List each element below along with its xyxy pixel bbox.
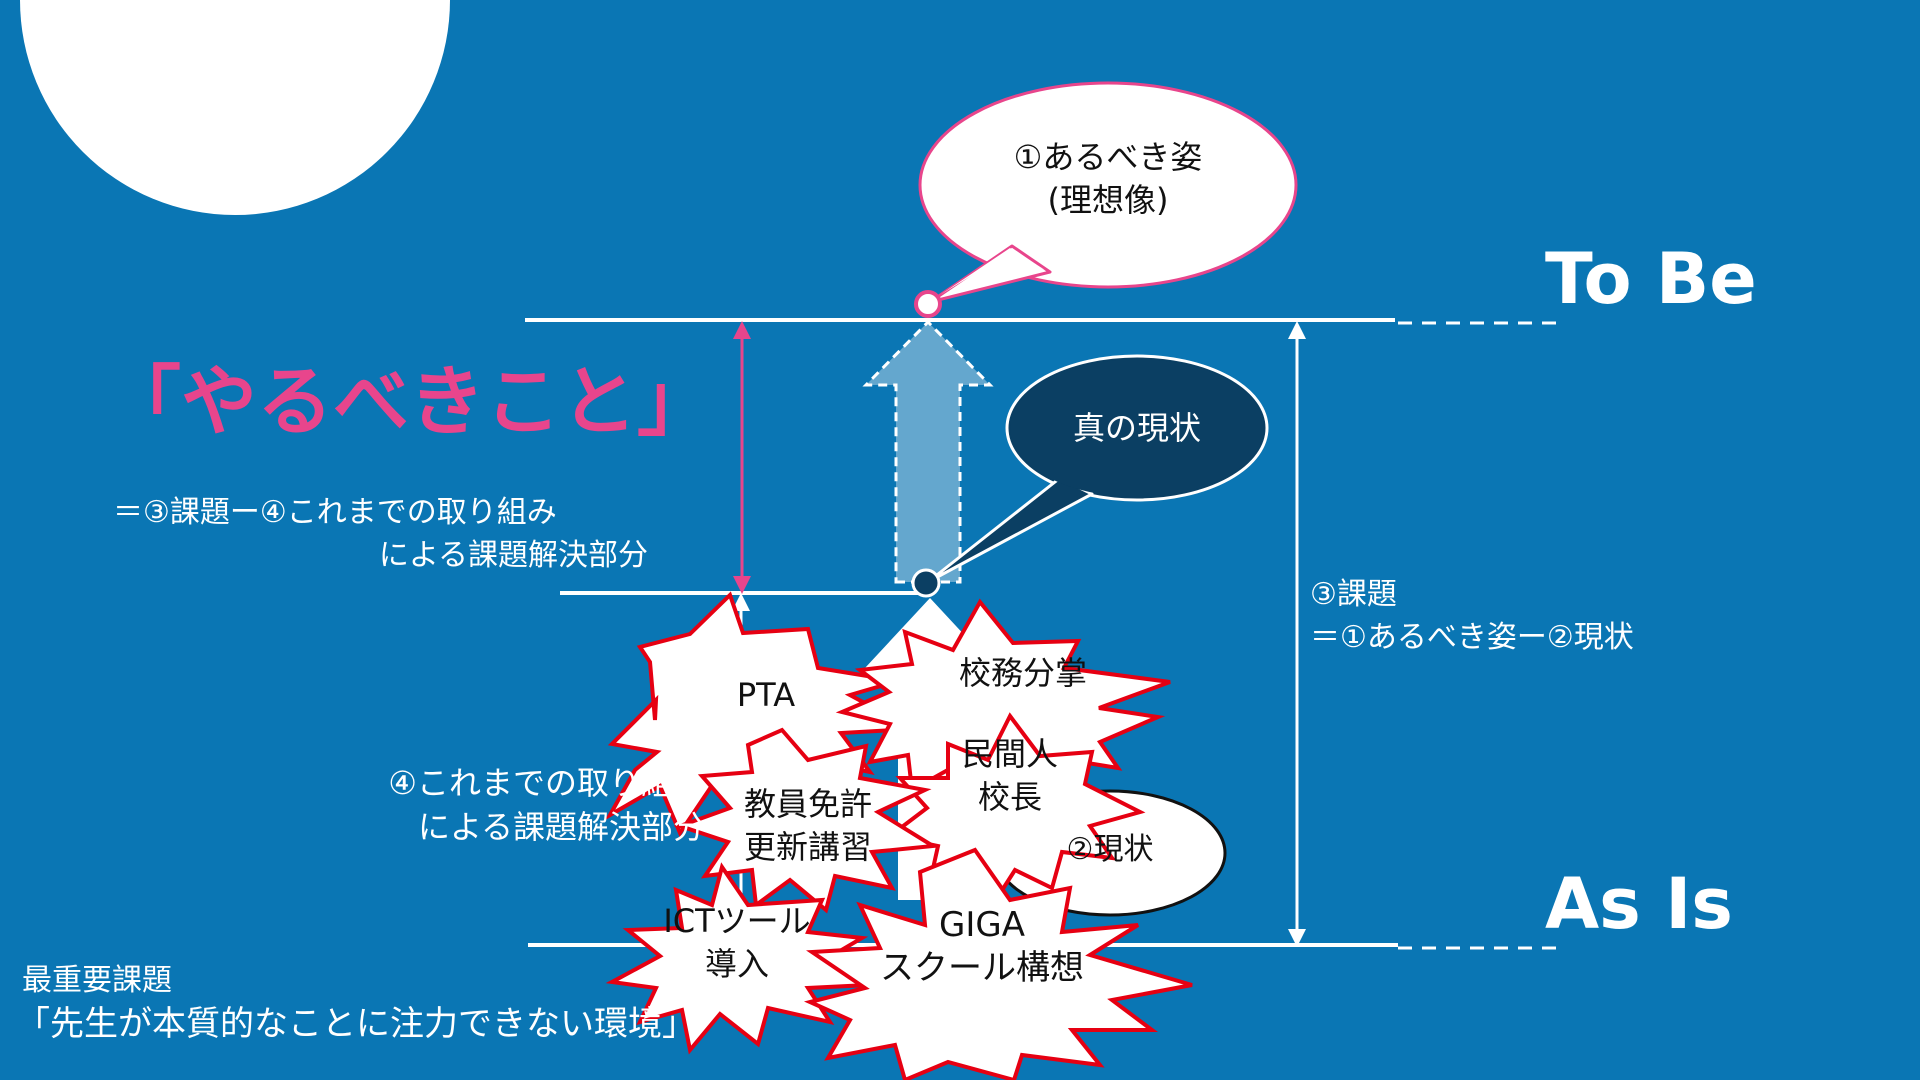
kadai-formula: ＝①あるべき姿ー②現状 [1310, 620, 1634, 655]
burst-giga-label-2: スクール構想 [880, 948, 1084, 988]
decorative-circle [20, 0, 450, 215]
true-status-marker [911, 568, 941, 598]
burst-koumu-label: 校務分掌 [959, 654, 1087, 692]
yarubeki-heading: 「やるべきこと」 [105, 357, 713, 446]
ideal-bubble [918, 81, 1298, 289]
true-status-bubble-cover [1010, 359, 1264, 497]
burst-ict-label-2: 導入 [705, 945, 769, 983]
torikumi-line-1: ④これまでの取り組み [388, 764, 705, 802]
kadai-title: ③課題 [1310, 577, 1397, 612]
ideal-bubble-tail [928, 244, 1052, 304]
ideal-up-arrow [862, 319, 994, 584]
formula-line-2: による課題解決部分 [379, 538, 648, 573]
torikumi-line-2: による課題解決部分 [418, 808, 705, 846]
burst-ict [605, 862, 875, 1055]
burst-giga [803, 847, 1193, 1080]
burst-menkyo-label-1: 教員免許 [744, 785, 872, 823]
burst-minkan-label-1: 民間人 [962, 735, 1058, 773]
burst-pta-label: PTA [737, 676, 795, 714]
ideal-label-line2: (理想像) [1048, 181, 1169, 219]
main-issue-text: 「先生が本質的なことに注力できない環境」 [16, 1004, 696, 1044]
formula-line-1: ＝③課題ー④これまでの取り組み [113, 495, 557, 530]
main-issue-title: 最重要課題 [22, 963, 172, 998]
as-is-label: As Is [1545, 863, 1733, 945]
burst-menkyo [673, 727, 940, 914]
current-status-label: ②現状 [1067, 832, 1154, 867]
to-be-label: To Be [1545, 238, 1757, 320]
burst-ict-label-1: ICTツール [663, 902, 810, 940]
ideal-point-marker [914, 290, 942, 318]
burst-giga-label-1: GIGA [939, 905, 1025, 945]
true-status-label: 真の現状 [1073, 409, 1201, 447]
burst-menkyo-label-2: 更新講習 [744, 828, 872, 866]
ideal-label-line1: ①あるべき姿 [1014, 138, 1203, 176]
burst-minkan-label-2: 校長 [978, 778, 1042, 816]
